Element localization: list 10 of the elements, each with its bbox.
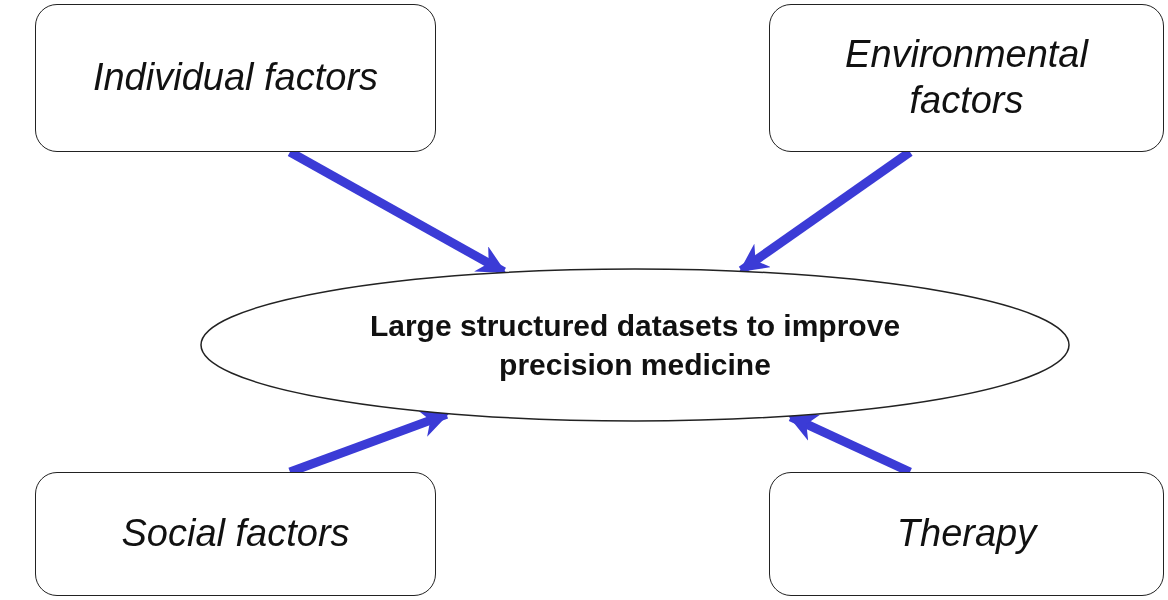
factor-box (35, 4, 436, 152)
factor-box (769, 472, 1164, 596)
factor-box (769, 4, 1164, 152)
factor-box (35, 472, 436, 596)
node-text: Individual factors (91, 55, 380, 101)
ellipse-node (200, 268, 1070, 422)
node-text: Environmental factors (844, 32, 1090, 123)
node-text: Social factors (120, 511, 351, 557)
node-text: Large structured datasets to improve precision medicine (368, 308, 902, 383)
node-text: Therapy (895, 511, 1039, 557)
